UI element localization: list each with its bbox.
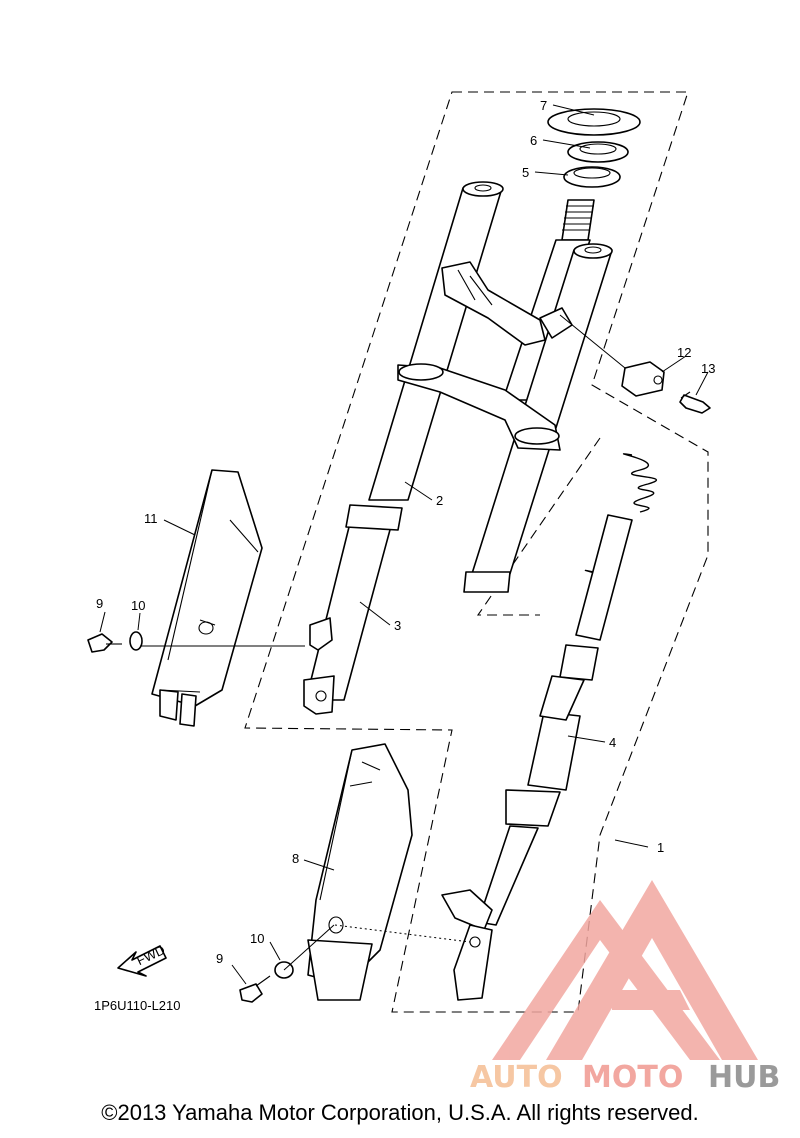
fork-tube-left — [368, 181, 504, 501]
outer-tube-3 — [303, 504, 403, 715]
alignment-lines — [140, 314, 626, 971]
callout-6: 6 — [530, 133, 537, 148]
callout-13: 13 — [701, 361, 715, 376]
callout-2: 2 — [436, 493, 443, 508]
diagram-code: 1P6U110-L210 — [94, 998, 181, 1013]
copyright-notice: ©2013 Yamaha Motor Corporation, U.S.A. A… — [101, 1100, 699, 1125]
callout-7: 7 — [540, 98, 547, 113]
callout-9-lower: 9 — [216, 951, 223, 966]
leader-lines — [99, 104, 709, 985]
callout-4: 4 — [609, 735, 616, 750]
callout-9-upper: 9 — [96, 596, 103, 611]
bolt-9-lower — [239, 975, 271, 1003]
bearing-6 — [567, 141, 629, 163]
damper-rod — [527, 514, 633, 791]
under-bracket — [397, 363, 561, 451]
callout-3: 3 — [394, 618, 401, 633]
callout-10-lower: 10 — [250, 931, 264, 946]
callout-11: 11 — [144, 511, 158, 526]
watermark-auto: AUTO — [470, 1060, 563, 1095]
upper-bracket — [441, 261, 573, 346]
fork-guard-11 — [151, 469, 263, 727]
bearing-5 — [563, 166, 621, 188]
watermark-hub: HUB — [708, 1060, 780, 1095]
bearing-race-7 — [547, 108, 641, 136]
watermark-logo — [492, 880, 758, 1060]
callout-1: 1 — [657, 840, 664, 855]
bolt-13 — [679, 391, 711, 414]
callout-10-upper: 10 — [131, 598, 145, 613]
bolt-9-upper — [87, 633, 122, 653]
callout-8: 8 — [292, 851, 299, 866]
assembly-outline — [244, 91, 709, 1013]
lower-fork-leg — [441, 789, 561, 1001]
bracket-12 — [621, 361, 665, 397]
callout-5: 5 — [522, 165, 529, 180]
watermark-moto: MOTO — [582, 1060, 683, 1095]
fork-guard-8 — [307, 743, 413, 1001]
fwd-arrow-icon — [117, 945, 167, 977]
callout-12: 12 — [677, 345, 691, 360]
watermark-text: AUTO MOTO HUB — [470, 1060, 780, 1095]
washer-10-upper — [129, 631, 143, 651]
